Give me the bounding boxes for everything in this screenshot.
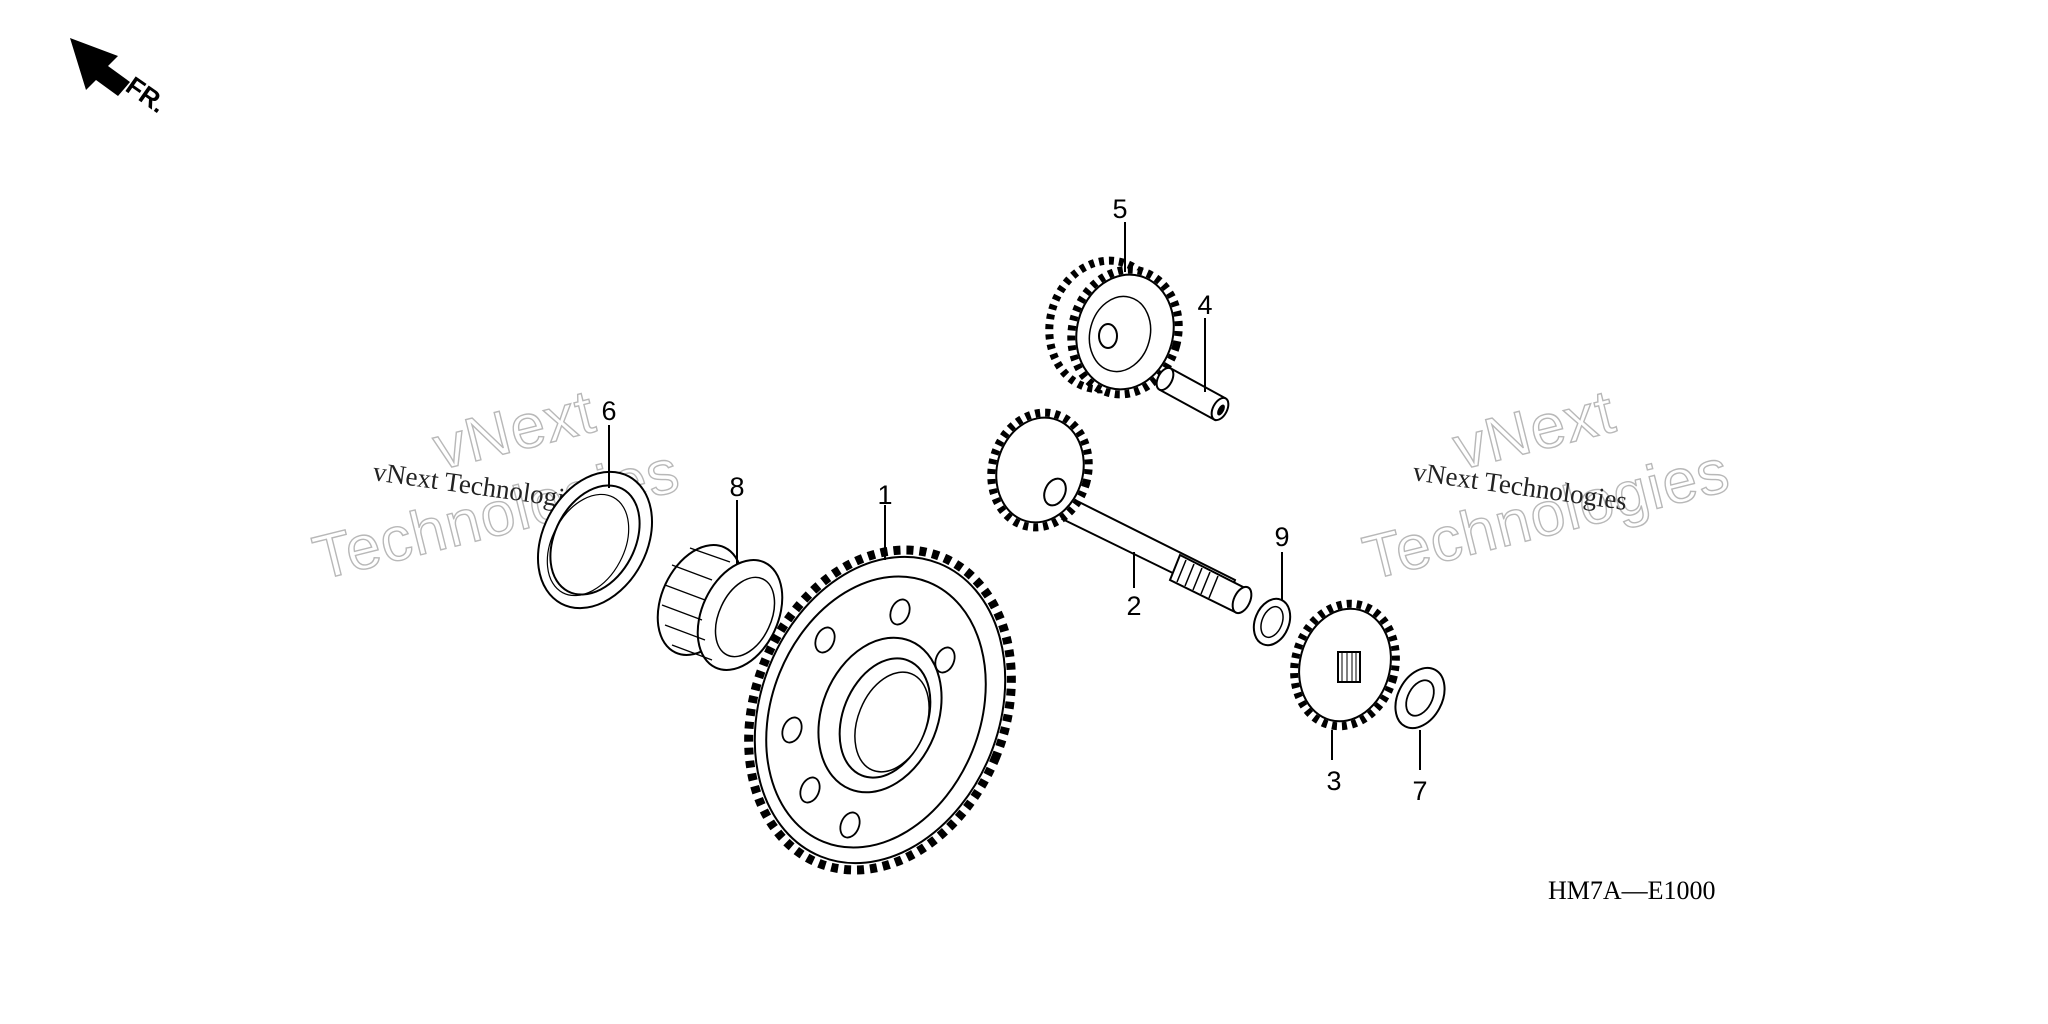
callout-labels: 1 2 3 4 5 6 7 8 9 (601, 194, 1427, 806)
callout-1: 1 (877, 480, 892, 510)
callout-7: 7 (1412, 776, 1427, 806)
oil-seal-icon (536, 470, 654, 610)
needle-bearing-icon (656, 544, 790, 671)
watermark-right: vNext Technologies vNext Technologies (1356, 376, 1737, 594)
spur-gear-icon (1290, 599, 1400, 731)
orientation-label: FR. (121, 70, 173, 119)
snap-ring-icon (1252, 597, 1292, 647)
callout-3: 3 (1326, 766, 1341, 796)
callout-4: 4 (1197, 290, 1212, 320)
thrust-washer-icon (1394, 666, 1446, 730)
drawing-code: HM7A—E1000 (1548, 876, 1716, 905)
callout-9: 9 (1274, 522, 1289, 552)
callout-5: 5 (1112, 194, 1127, 224)
countershaft-icon (987, 408, 1253, 615)
final-driven-gear-icon (744, 545, 1016, 875)
direction-arrow-icon (70, 38, 130, 96)
idle-gear-icon (1045, 256, 1183, 399)
leader-lines (608, 222, 1421, 770)
pin-icon (1155, 366, 1230, 422)
callout-8: 8 (729, 472, 744, 502)
callout-6: 6 (601, 396, 616, 426)
callout-2: 2 (1126, 591, 1141, 621)
